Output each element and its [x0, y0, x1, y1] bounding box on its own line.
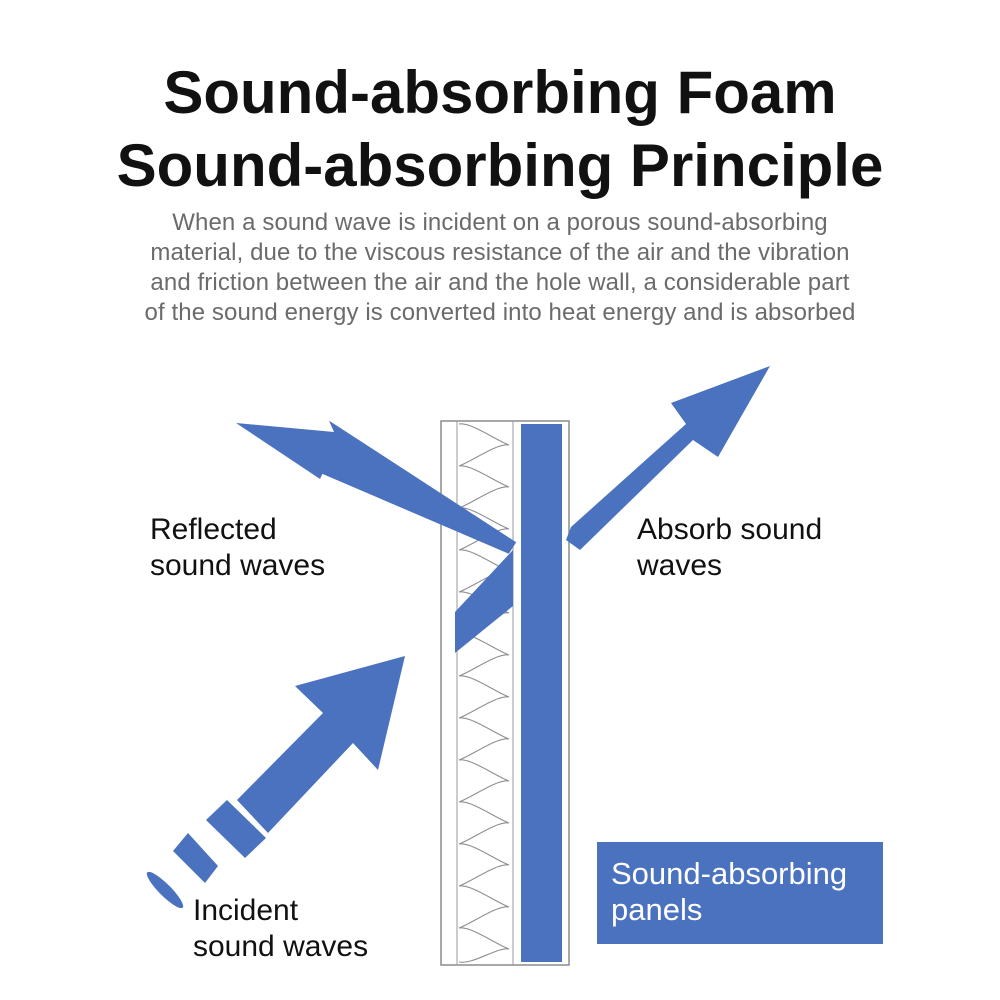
- page-title-line-1: Sound-absorbing Foam: [163, 59, 837, 126]
- reflected-wave-arrow-icon: [236, 420, 517, 554]
- incident-wave-through-foam: [455, 550, 513, 653]
- description-line: material, due to the viscous resistance …: [150, 239, 850, 266]
- incident-wave-arrow-icon: [237, 656, 405, 833]
- label-line: sound waves: [150, 549, 326, 582]
- incident-waves-label: Incident sound waves: [193, 893, 368, 965]
- absorbed-wave-arrow-icon: [566, 366, 770, 550]
- description-line: of the sound energy is converted into he…: [144, 299, 856, 326]
- porous-material-pattern: [458, 423, 510, 963]
- backing-panel: [521, 424, 562, 962]
- label-line: Incident: [193, 894, 299, 927]
- incident-wave-pulse: [206, 800, 266, 858]
- label-line: Sound-absorbing: [611, 856, 848, 891]
- label-line: sound waves: [193, 930, 369, 963]
- label-line: Reflected: [150, 513, 277, 546]
- description-line: When a sound wave is incident on a porou…: [172, 209, 828, 236]
- label-line: Absorb sound: [637, 513, 823, 546]
- reflected-waves-label: Reflected sound waves: [150, 512, 325, 584]
- absorb-waves-label: Absorb sound waves: [637, 512, 822, 584]
- incident-wave-pulse: [146, 871, 184, 909]
- label-line: waves: [637, 549, 723, 582]
- sound-absorbing-panels-label: Sound-absorbing panels: [597, 842, 883, 944]
- description-line: and friction between the air and the hol…: [150, 269, 850, 296]
- incident-wave-pulse: [173, 833, 218, 883]
- label-line: panels: [611, 892, 703, 927]
- description: When a sound wave is incident on a porou…: [60, 208, 940, 328]
- page-title-line-2: Sound-absorbing Principle: [116, 132, 884, 199]
